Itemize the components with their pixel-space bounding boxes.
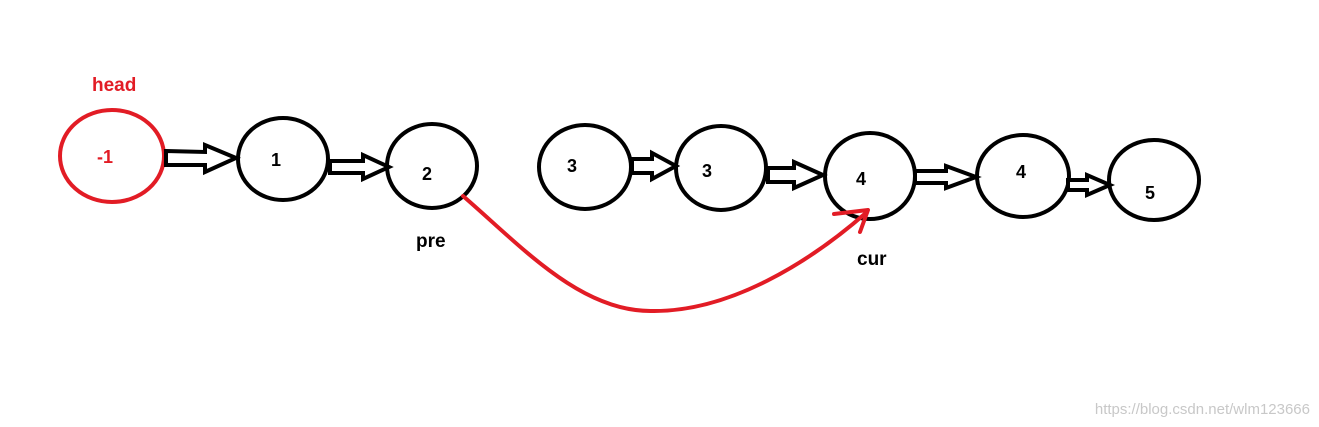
list-node: -1 (58, 108, 166, 204)
next-arrow (164, 141, 242, 176)
node-value: 4 (1016, 162, 1026, 182)
list-node: 1 (236, 116, 330, 202)
head-label: head (92, 75, 136, 96)
cur-label: cur (857, 249, 887, 270)
pre-to-cur-arrowhead (832, 208, 870, 234)
node-value: -1 (97, 147, 113, 167)
watermark: https://blog.csdn.net/wlm123666 (1095, 401, 1310, 418)
list-node: 5 (1107, 138, 1201, 222)
node-value: 3 (702, 161, 712, 181)
node-circle (823, 131, 917, 221)
pre-to-cur-curve (461, 194, 869, 314)
node-value: 4 (856, 169, 866, 189)
node-value: 2 (422, 164, 432, 184)
node-circle (1107, 138, 1201, 222)
node-value: 3 (567, 156, 577, 176)
next-arrow (1066, 171, 1116, 199)
next-arrow (328, 151, 394, 183)
list-node: 4 (823, 131, 917, 221)
next-arrow (630, 149, 681, 183)
pre-label: pre (416, 231, 446, 252)
node-value: 5 (1145, 183, 1155, 203)
node-circle (537, 123, 633, 211)
list-node: 3 (674, 124, 768, 212)
node-value: 1 (271, 150, 281, 170)
list-node: 4 (975, 133, 1071, 219)
next-arrow (766, 158, 828, 192)
node-circle (674, 124, 768, 212)
next-arrow (913, 163, 982, 191)
list-node: 3 (537, 123, 633, 211)
node-circle (236, 116, 330, 202)
